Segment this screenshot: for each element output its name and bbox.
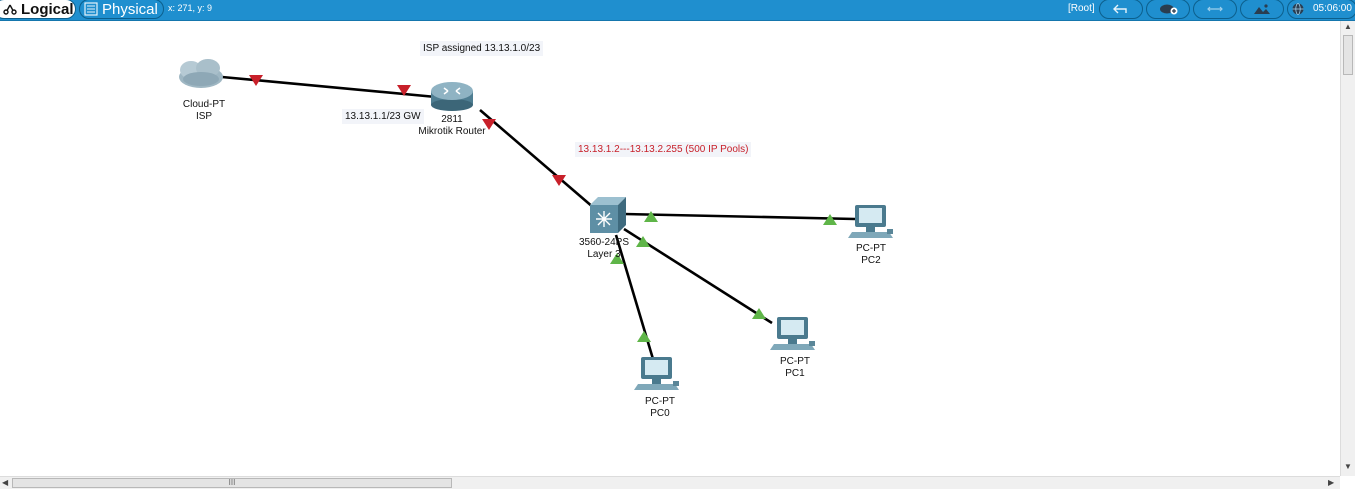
pc2-name: PC2: [861, 255, 881, 266]
horizontal-scroll-thumb[interactable]: III: [12, 478, 452, 488]
new-cluster-button[interactable]: [1146, 0, 1190, 19]
pc0-name: PC0: [650, 408, 670, 419]
scroll-down-arrow-icon[interactable]: ▼: [1344, 462, 1352, 471]
globe-icon: [1292, 3, 1304, 15]
ip-pool-note[interactable]: 13.13.1.2---13.13.2.255 (500 IP Pools): [575, 142, 752, 157]
tab-physical-label: Physical: [102, 0, 158, 18]
link-switch-pc1[interactable]: [623, 227, 773, 325]
simulation-clock: 05:06:00: [1313, 3, 1352, 14]
isp-assigned-note[interactable]: ISP assigned 13.13.1.0/23: [420, 41, 544, 56]
pc1-name: PC1: [785, 368, 805, 379]
router-name: Mikrotik Router: [418, 126, 486, 137]
root-breadcrumb[interactable]: [Root]: [1068, 3, 1095, 14]
move-object-button[interactable]: [1193, 0, 1237, 19]
tab-physical[interactable]: Physical: [79, 0, 164, 19]
link-up-marker: [752, 308, 766, 319]
scroll-grip: III: [228, 478, 236, 487]
link-down-marker: [482, 119, 496, 130]
link-down-marker: [249, 75, 263, 86]
cloud-name: ISP: [195, 111, 213, 122]
topology-diagram: [179, 59, 893, 390]
multilayer-switch-icon[interactable]: [590, 197, 626, 233]
viewport-button[interactable]: [1287, 0, 1355, 19]
pc0-icon[interactable]: [634, 357, 679, 390]
tab-logical[interactable]: Logical: [0, 0, 76, 19]
cloud-icon[interactable]: [179, 59, 223, 88]
physical-rack-icon: [84, 2, 98, 16]
pc0-label: PC-PT PC0: [635, 396, 685, 420]
mountain-image-icon: [1254, 4, 1270, 14]
pc1-icon[interactable]: [770, 317, 815, 350]
link-up-marker: [823, 214, 837, 225]
tab-logical-label: Logical: [21, 0, 74, 18]
pc0-model: PC-PT: [645, 396, 675, 407]
cloud-model: Cloud-PT: [182, 99, 226, 110]
back-button[interactable]: [1099, 0, 1143, 19]
set-background-button[interactable]: [1240, 0, 1284, 19]
logical-icon: [3, 4, 17, 15]
switch-name: Layer 3: [587, 249, 621, 260]
switch-label: 3560-24PS Layer 3: [572, 237, 636, 261]
link-up-marker: [636, 236, 650, 247]
link-down-marker: [397, 85, 411, 96]
link-switch-pc2[interactable]: [623, 212, 856, 221]
router-label: 2811 Mikrotik Router: [412, 114, 492, 138]
vertical-scroll-thumb[interactable]: [1343, 35, 1353, 75]
vertical-scrollbar[interactable]: ▲ ▼: [1340, 21, 1355, 476]
pc2-model: PC-PT: [856, 243, 886, 254]
pc1-model: PC-PT: [780, 356, 810, 367]
cursor-coordinates: x: 271, y: 9: [168, 3, 213, 13]
horizontal-scrollbar[interactable]: ◀ III ▶: [0, 476, 1340, 489]
scroll-up-arrow-icon[interactable]: ▲: [1344, 22, 1352, 31]
cloud-add-icon: [1160, 4, 1178, 15]
link-up-marker: [610, 253, 624, 264]
link-down-marker: [552, 175, 566, 186]
gateway-note[interactable]: 13.13.1.1/23 GW: [342, 109, 424, 124]
pc2-label: PC-PT PC2: [846, 243, 896, 267]
pc1-label: PC-PT PC1: [770, 356, 820, 380]
back-arrow-icon: [1113, 4, 1127, 14]
link-router-switch[interactable]: [479, 109, 595, 209]
workspace-toolbar: Logical Physical x: 271, y: 9 [Root] 05:…: [0, 0, 1355, 21]
logical-workspace[interactable]: ISP assigned 13.13.1.0/23 13.13.1.1/23 G…: [0, 21, 1340, 476]
router-model: 2811: [441, 114, 463, 125]
cloud-label: Cloud-PT ISP: [174, 99, 234, 123]
scroll-left-arrow-icon[interactable]: ◀: [2, 478, 9, 487]
link-up-marker: [637, 331, 651, 342]
router-icon[interactable]: [431, 82, 473, 111]
scroll-right-arrow-icon[interactable]: ▶: [1328, 478, 1335, 487]
switch-model: 3560-24PS: [578, 237, 630, 248]
link-up-marker: [644, 211, 658, 222]
move-arrows-icon: [1207, 6, 1223, 12]
pc2-icon[interactable]: [848, 205, 893, 238]
